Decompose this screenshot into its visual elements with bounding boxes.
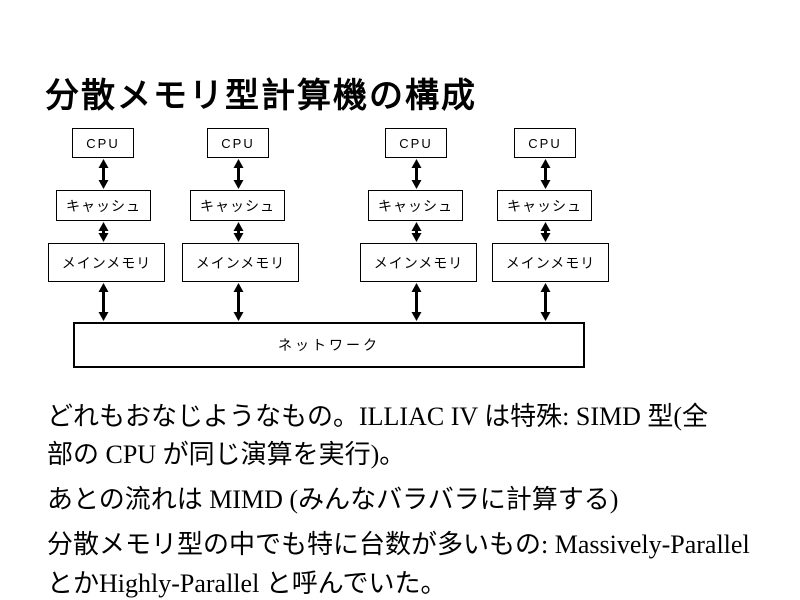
double-headed-arrow (98, 159, 108, 189)
cpu-box-3: CPU (385, 128, 447, 158)
notes-line: 分散メモリ型の中でも特に台数が多いもの: Massively-Parallel (47, 530, 750, 559)
double-headed-arrow (540, 159, 550, 189)
notes-line: どれもおなじようなもの。ILLIAC IV は特殊: SIMD 型(全 (47, 402, 709, 431)
cache-box-1: キャッシュ (56, 190, 151, 221)
notes-line: とかHighly-Parallel と呼んでいた。 (47, 569, 447, 598)
main-memory-box-4: メインメモリ (492, 243, 609, 282)
double-headed-arrow (411, 283, 421, 321)
cache-box-3: キャッシュ (368, 190, 463, 221)
notes-line: あとの流れは MIMD (みんなバラバラに計算する) (47, 485, 619, 514)
cache-box-2: キャッシュ (190, 190, 285, 221)
double-headed-arrow (540, 222, 550, 242)
main-memory-box-2: メインメモリ (182, 243, 299, 282)
cache-box-4: キャッシュ (497, 190, 592, 221)
main-memory-box-1: メインメモリ (48, 243, 165, 282)
main-memory-box-3: メインメモリ (360, 243, 477, 282)
cpu-box-2: CPU (207, 128, 269, 158)
cpu-box-1: CPU (72, 128, 134, 158)
double-headed-arrow (233, 159, 243, 189)
notes-line: 部の CPU が同じ演算を実行)。 (47, 440, 406, 469)
page-title: 分散メモリ型計算機の構成 (45, 77, 477, 115)
double-headed-arrow (233, 283, 243, 321)
double-headed-arrow (411, 222, 421, 242)
double-headed-arrow (98, 283, 108, 321)
double-headed-arrow (411, 159, 421, 189)
network-box: ネットワーク (73, 322, 585, 368)
cpu-box-4: CPU (514, 128, 576, 158)
double-headed-arrow (233, 222, 243, 242)
double-headed-arrow (98, 222, 108, 242)
double-headed-arrow (540, 283, 550, 321)
